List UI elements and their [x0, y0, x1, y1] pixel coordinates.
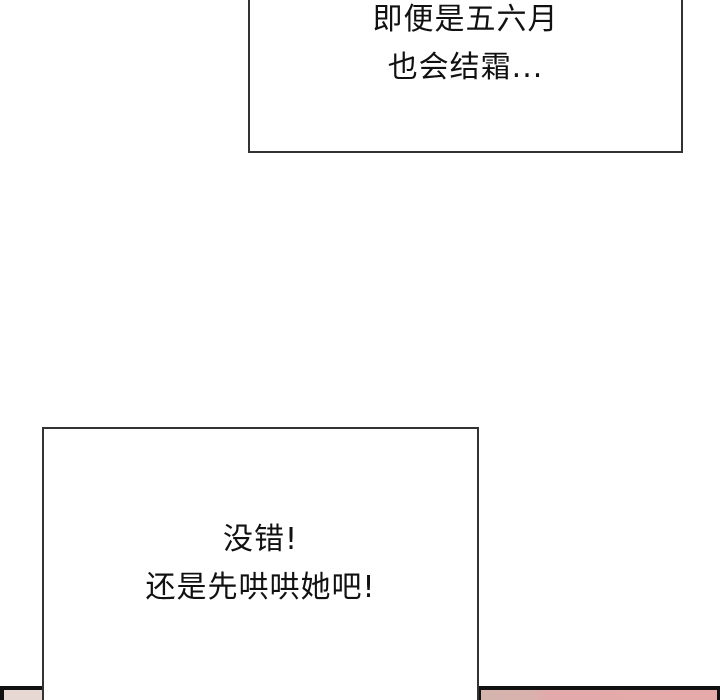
caption-text: 没错! 还是先哄哄她吧! [145, 516, 375, 612]
caption-line: 即便是五六月 [372, 2, 559, 37]
caption-line: 没错! [222, 521, 299, 557]
caption-box-top: 即便是五六月 也会结霜... [248, 0, 683, 153]
next-panel-art-right [481, 690, 717, 700]
next-panel-art-left [4, 690, 44, 700]
caption-line: 也会结霜... [387, 50, 544, 85]
caption-box-bottom: 没错! 还是先哄哄她吧! [42, 427, 479, 700]
caption-line: 还是先哄哄她吧! [145, 569, 376, 605]
